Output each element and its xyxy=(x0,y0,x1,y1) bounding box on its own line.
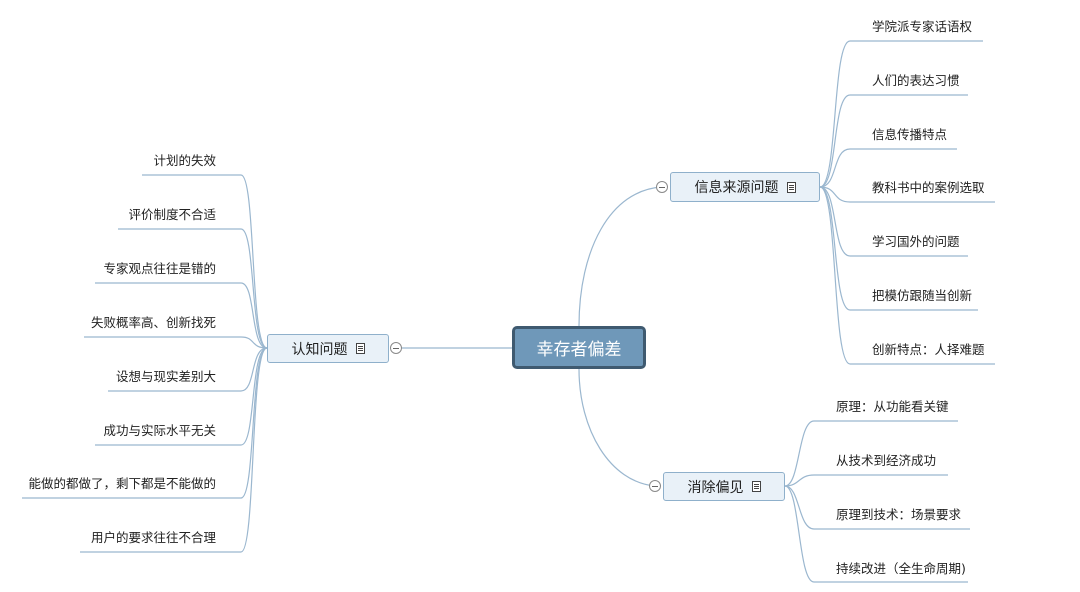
connector-central-info xyxy=(578,186,663,327)
connector-cognition-2 xyxy=(240,282,268,349)
connector-central-eliminate xyxy=(578,368,656,487)
subtopic-cognition-3[interactable]: 失败概率高、创新找死 xyxy=(90,315,216,330)
subtopic-info-1[interactable]: 人们的表达习惯 xyxy=(872,73,960,88)
connector-cognition-1 xyxy=(240,228,268,349)
connector-eliminate-3 xyxy=(784,485,815,583)
connector-cognition-6 xyxy=(240,347,268,499)
topic-cognition[interactable]: 认知问题 xyxy=(267,334,389,363)
collapse-info-icon[interactable] xyxy=(656,181,668,193)
subtopic-cognition-5[interactable]: 成功与实际水平无关 xyxy=(103,423,216,438)
connector-cognition-4 xyxy=(240,347,268,392)
subtopic-info-2[interactable]: 信息传播特点 xyxy=(872,127,948,142)
subtopic-cognition-1[interactable]: 评价制度不合适 xyxy=(128,207,216,222)
connector-info-3 xyxy=(819,186,851,203)
topic-info-source[interactable]: 信息来源问题 xyxy=(670,172,820,202)
connector-cognition-7 xyxy=(240,347,268,553)
subtopic-cognition-0[interactable]: 计划的失效 xyxy=(153,153,216,168)
subtopic-eliminate-1[interactable]: 从技术到经济成功 xyxy=(836,453,937,468)
subtopic-info-4[interactable]: 学习国外的问题 xyxy=(872,234,960,249)
note-icon[interactable] xyxy=(751,481,761,492)
subtopic-eliminate-3[interactable]: 持续改进（全生命周期) xyxy=(836,561,966,576)
subtopic-info-6[interactable]: 创新特点：人择难题 xyxy=(872,342,985,357)
subtopic-cognition-2[interactable]: 专家观点往往是错的 xyxy=(103,261,216,276)
collapse-cognition-icon[interactable] xyxy=(390,342,402,354)
topic-cognition-label: 认知问题 xyxy=(291,341,348,358)
subtopic-info-5[interactable]: 把模仿跟随当创新 xyxy=(872,288,973,303)
connector-cognition-0 xyxy=(240,174,268,349)
topic-info-source-label: 信息来源问题 xyxy=(694,180,779,196)
connector-info-6 xyxy=(819,186,851,365)
connector-cognition-3 xyxy=(240,336,268,349)
central-topic[interactable]: 幸存者偏差 xyxy=(512,326,646,369)
subtopic-eliminate-0[interactable]: 原理：从功能看关键 xyxy=(836,399,949,414)
connector-eliminate-1 xyxy=(784,474,815,487)
subtopic-info-0[interactable]: 学院派专家话语权 xyxy=(872,19,973,34)
connector-info-1 xyxy=(819,94,851,188)
connector-info-4 xyxy=(819,186,851,257)
topic-eliminate-bias[interactable]: 消除偏见 xyxy=(663,472,785,501)
connector-info-2 xyxy=(819,148,851,188)
connector-eliminate-2 xyxy=(784,485,815,530)
connector-info-0 xyxy=(819,40,851,188)
note-icon[interactable] xyxy=(786,181,796,193)
note-icon[interactable] xyxy=(355,343,365,354)
collapse-eliminate-icon[interactable] xyxy=(649,480,661,492)
subtopic-cognition-4[interactable]: 设想与现实差别大 xyxy=(115,369,216,384)
connector-eliminate-0 xyxy=(784,420,815,487)
topic-eliminate-bias-label: 消除偏见 xyxy=(687,479,744,496)
connector-cognition-5 xyxy=(240,347,268,446)
connector-info-5 xyxy=(819,186,851,311)
subtopic-info-3[interactable]: 教科书中的案例选取 xyxy=(872,180,985,195)
subtopic-eliminate-2[interactable]: 原理到技术：场景要求 xyxy=(836,507,962,522)
subtopic-cognition-6[interactable]: 能做的都做了，剩下都是不能做的 xyxy=(28,476,216,491)
subtopic-cognition-7[interactable]: 用户的要求往往不合理 xyxy=(90,530,216,545)
